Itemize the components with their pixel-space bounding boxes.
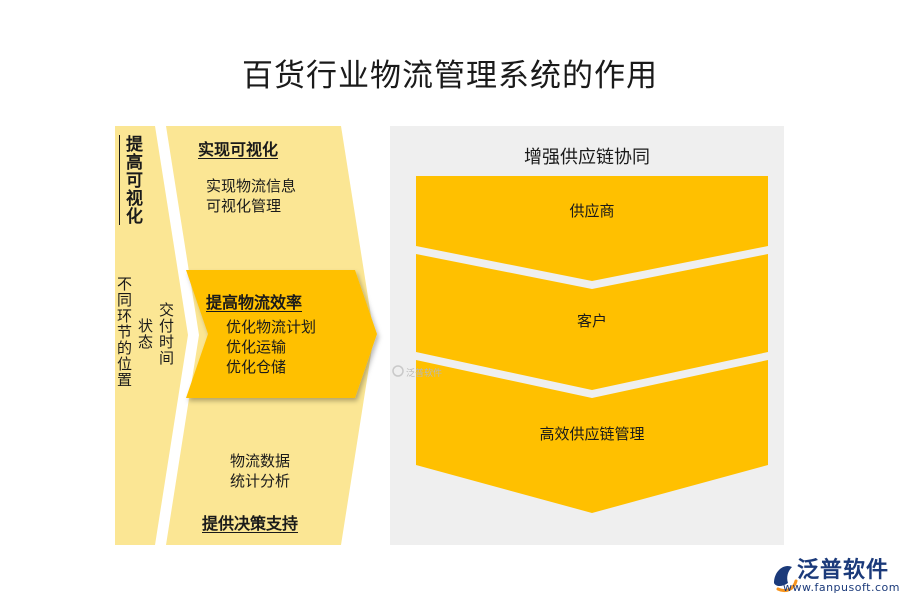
chevron-label-supplier: 供应商 <box>569 202 615 220</box>
middle-top-line2: 可视化管理 <box>206 197 282 215</box>
left-text-positions: 不同环节的位置 <box>115 276 133 388</box>
chevron-efficient-scm <box>416 360 768 513</box>
watermark-text: 泛普软件 <box>406 369 443 379</box>
right-panel-heading: 增强供应链协同 <box>524 147 650 168</box>
middle-bottom-heading: 提供决策支持 <box>202 514 299 533</box>
center-highlight-shape <box>186 270 377 398</box>
watermark-logo-icon <box>392 365 404 377</box>
middle-top-heading: 实现可视化 <box>198 140 279 159</box>
middle-bottom-line1: 物流数据 <box>230 452 291 470</box>
middle-top-line1: 实现物流信息 <box>206 177 297 195</box>
chevron-label-efficient-scm: 高效供应链管理 <box>539 425 645 443</box>
brand-logo-icon <box>774 565 798 593</box>
middle-center-line1: 优化物流计划 <box>226 318 317 336</box>
left-column-shape <box>115 126 188 545</box>
brand-name: 泛普软件 <box>797 558 890 583</box>
middle-center-heading: 提高物流效率 <box>206 293 303 312</box>
chevron-customer <box>416 254 768 390</box>
brand-url: www.fanpusoft.com <box>783 581 900 594</box>
left-heading: 提高可视化 <box>122 135 142 225</box>
middle-center-line2: 优化运输 <box>226 338 287 356</box>
chevron-label-customer: 客户 <box>576 312 607 330</box>
page-title: 百货行业物流管理系统的作用 <box>242 58 658 94</box>
left-text-delivery-time: 交付时间 <box>157 302 175 366</box>
chevron-supplier <box>416 176 768 281</box>
middle-center-line3: 优化仓储 <box>226 358 287 376</box>
middle-bottom-line2: 统计分析 <box>230 472 291 490</box>
left-text-status: 状态 <box>136 318 154 350</box>
